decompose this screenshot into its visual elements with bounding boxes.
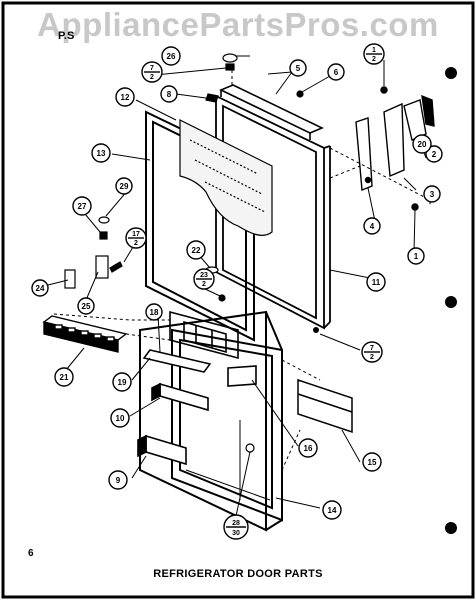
- callout-markers: [31, 46, 443, 520]
- callout-6: 6: [334, 68, 339, 77]
- callout-20: 20: [418, 140, 427, 149]
- callout-4: 4: [370, 222, 375, 231]
- callout-8: 8: [167, 90, 172, 99]
- callout-1-num: 1: [372, 47, 376, 54]
- callout-13: 13: [97, 149, 106, 158]
- door-stop-dot: [313, 327, 319, 333]
- dispenser-housing: [169, 310, 239, 360]
- refrigerator-lower-door: [139, 310, 283, 532]
- site-watermark: AppliancePartsPros.com: [37, 6, 439, 43]
- lower-door-guides: [185, 420, 271, 501]
- fraction-callout-markers: [125, 43, 385, 540]
- callout-12: 12: [121, 93, 130, 102]
- callout-17-num: 17: [132, 231, 140, 238]
- callout-22: 22: [192, 246, 201, 255]
- callout-25: 25: [82, 302, 91, 311]
- page-number: 6: [28, 548, 34, 559]
- callout-5: 5: [296, 64, 301, 73]
- callout-3: 3: [430, 190, 435, 199]
- leader-lines: [43, 55, 433, 517]
- callout-10: 10: [116, 414, 125, 423]
- callout-24: 24: [36, 284, 45, 293]
- callout-19: 19: [118, 378, 127, 387]
- callout-27: 27: [78, 202, 87, 211]
- callout-18: 18: [150, 308, 159, 317]
- binder-hole-middle: [445, 296, 457, 308]
- callout-1-den: 2: [372, 56, 376, 63]
- callout-28-den: 30: [232, 530, 240, 537]
- callout-7b-den: 2: [370, 354, 374, 361]
- callout-29: 29: [120, 182, 129, 191]
- callout-2: 2: [432, 150, 437, 159]
- door-bin-9: [137, 434, 187, 466]
- callout-23-num: 23: [200, 272, 208, 279]
- corner-code: P.S: [58, 30, 75, 42]
- insulation-block: [179, 119, 273, 236]
- callout-28-num: 28: [232, 520, 240, 527]
- binder-hole-bottom: [445, 522, 457, 534]
- callout-11: 11: [372, 278, 381, 287]
- hinge-assembly: [355, 86, 435, 211]
- shelf-21: [42, 315, 128, 353]
- callout-7-num: 7: [150, 65, 154, 72]
- callout-21: 21: [60, 373, 69, 382]
- door-bin-16: [227, 365, 257, 387]
- door-bin-10: [151, 382, 209, 412]
- callout-16: 16: [304, 444, 313, 453]
- diagram-title: REFRIGERATOR DOOR PARTS: [153, 568, 323, 580]
- callout-17-den: 2: [134, 240, 138, 247]
- callout-23-den: 2: [202, 281, 206, 288]
- binder-hole-top: [445, 67, 457, 79]
- shelf-cover-19: [142, 349, 212, 373]
- trim-piece-15: [297, 378, 353, 434]
- callout-7-den: 2: [150, 74, 154, 81]
- small-hardware: [64, 53, 304, 453]
- door-top-trim: [219, 84, 324, 140]
- callout-15: 15: [368, 458, 377, 467]
- callout-7b-num: 7: [370, 345, 374, 352]
- callout-14: 14: [328, 506, 337, 515]
- callout-9: 9: [116, 476, 121, 485]
- callout-1: 1: [414, 252, 419, 261]
- callout-26: 26: [167, 52, 176, 61]
